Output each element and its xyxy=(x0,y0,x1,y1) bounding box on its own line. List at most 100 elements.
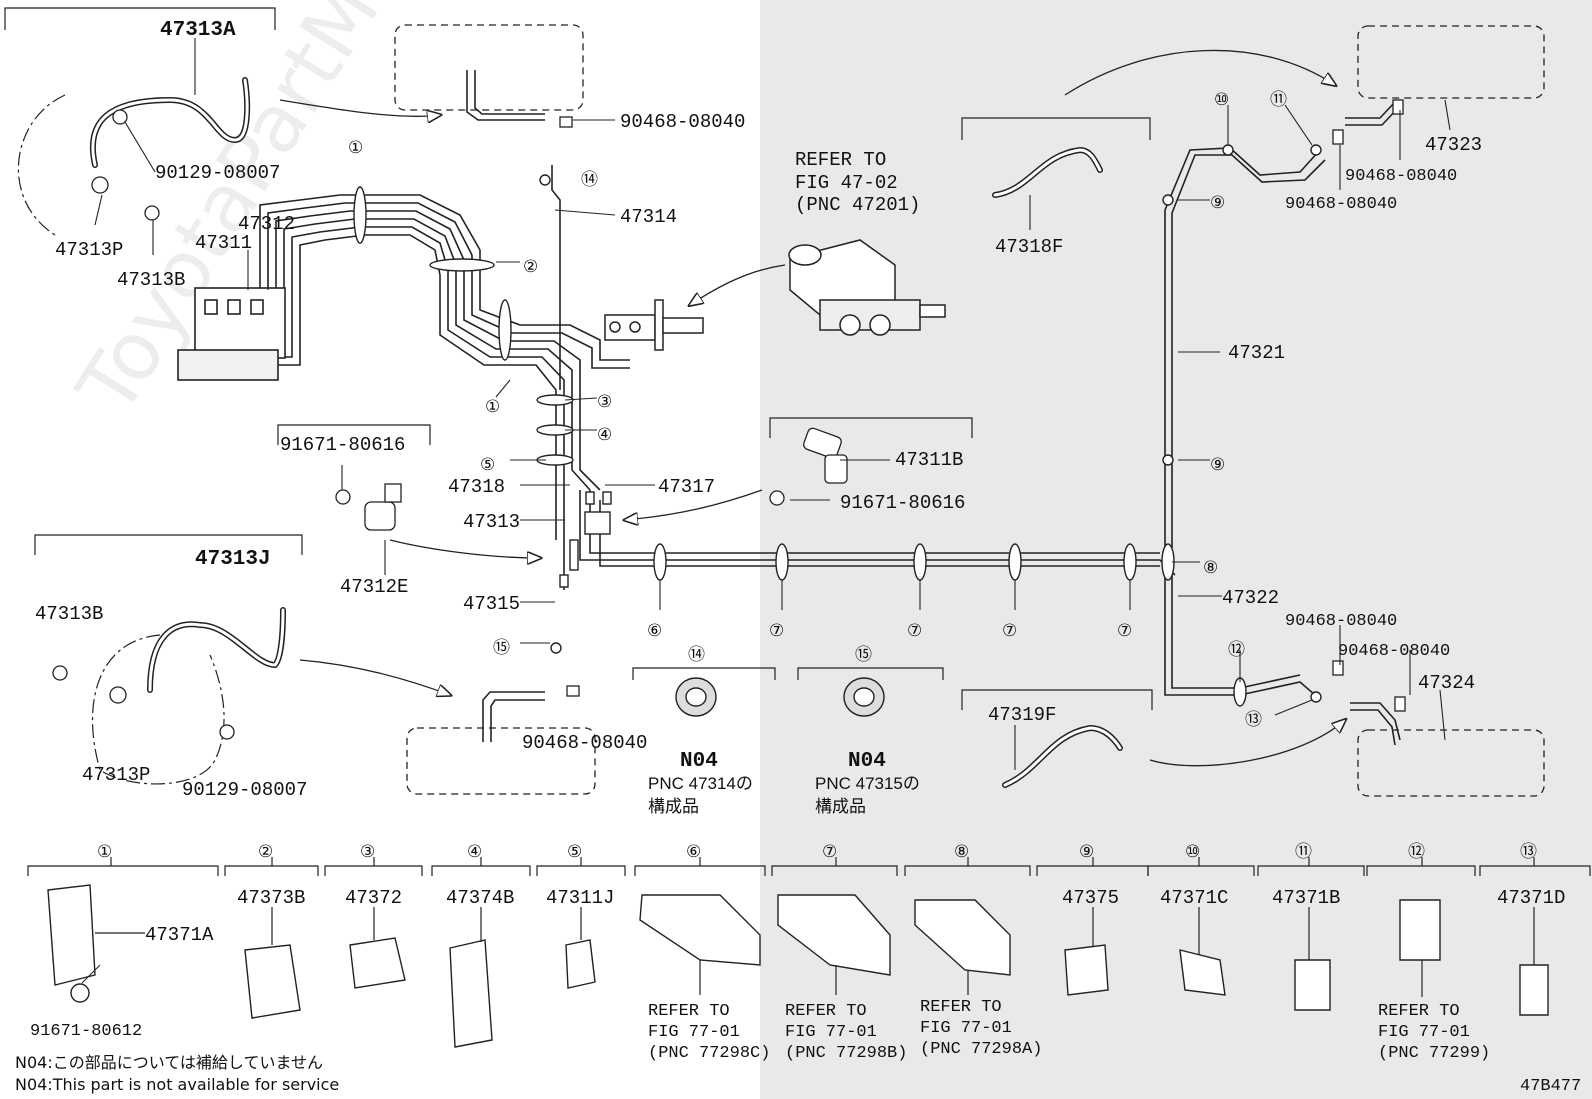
n04-pnc-15: PNC 47315の xyxy=(815,774,920,793)
clamp-catalog-numbers: ① ② ③ ④ ⑤ ⑥ ⑦ ⑧ ⑨ ⑩ ⑪ ⑫ ⑬ xyxy=(97,842,1537,861)
clamp-part-47373b: 47373B xyxy=(237,887,305,909)
clamp-part-47372: 47372 xyxy=(345,887,402,909)
callout-13: ⑬ xyxy=(1245,710,1262,729)
clamp-12-ref-3: (PNC 77299) xyxy=(1378,1044,1490,1063)
clamp-12-ref-2: FIG 77-01 xyxy=(1378,1023,1470,1042)
n04-sub-15: 構成品 xyxy=(815,797,866,816)
n04-code-14: N04 xyxy=(680,750,718,773)
label-47311b: 47311B xyxy=(895,449,963,471)
clamp-47371b-shape xyxy=(1294,959,1331,1011)
label-47324: 47324 xyxy=(1418,672,1475,694)
label-90468-top: 90468-08040 xyxy=(620,111,745,133)
label-47317: 47317 xyxy=(658,476,715,498)
clamp-8-ref-1: REFER TO xyxy=(920,998,1002,1017)
label-91671-80616-right: 91671-80616 xyxy=(840,492,965,514)
leader-lines xyxy=(81,38,1451,984)
clamp-num-2: ② xyxy=(258,842,273,861)
clamp-6-ref-2: FIG 77-01 xyxy=(648,1023,740,1042)
clamp-47371a-shape xyxy=(47,884,96,986)
clamp-47374b-shape xyxy=(449,939,493,1048)
master-cyl-ref-3: (PNC 47201) xyxy=(795,194,920,216)
label-90468-bottom: 90468-08040 xyxy=(522,732,647,754)
pipe-fittings xyxy=(559,491,612,588)
diagram-callouts: ① ② ① ③ ④ ⑤ ⑭ ⑮ ⑥ ⑦ ⑦ ⑦ ⑦ ⑧ ⑨ ⑨ ⑩ ⑪ ⑫ ⑬ … xyxy=(348,90,1287,729)
label-47313b-bottom: 47313B xyxy=(35,603,103,625)
callout-7a: ⑦ xyxy=(769,621,784,640)
clamp-num-9: ⑨ xyxy=(1079,842,1094,861)
master-cylinder xyxy=(788,239,946,336)
callout-7b: ⑦ xyxy=(907,621,922,640)
callout-8: ⑧ xyxy=(1203,558,1218,577)
callout-7d: ⑦ xyxy=(1117,621,1132,640)
note-n04-jp: N04:この部品については補給していません xyxy=(15,1053,323,1072)
label-47313p-bottom: 47313P xyxy=(82,764,150,786)
clamp-47371c-shape xyxy=(1179,949,1226,996)
clamp-12-shape xyxy=(1399,899,1441,961)
label-47313a: 47313A xyxy=(160,19,236,42)
clamp-part-47371c: 47371C xyxy=(1160,887,1228,909)
n04-pnc-14: PNC 47314の xyxy=(648,774,753,793)
bolts xyxy=(52,109,848,740)
callout-4: ④ xyxy=(597,425,612,444)
callout-11: ⑪ xyxy=(1270,90,1287,109)
clamp-7-ref-1: REFER TO xyxy=(785,1002,867,1021)
label-47323: 47323 xyxy=(1425,134,1482,156)
label-90468-rb2: 90468-08040 xyxy=(1338,642,1450,661)
label-47313p-top: 47313P xyxy=(55,239,123,261)
clamp-6-shape xyxy=(639,894,761,966)
clamp-part-47371d: 47371D xyxy=(1497,887,1565,909)
clip-brackets xyxy=(559,99,1406,712)
clamp-num-4: ④ xyxy=(467,842,482,861)
rear-brake-pipes xyxy=(551,147,1326,696)
clamp-num-7: ⑦ xyxy=(822,842,837,861)
master-cyl-ref-2: FIG 47-02 xyxy=(795,172,898,194)
clamp-num-3: ③ xyxy=(360,842,375,861)
label-47312e: 47312E xyxy=(340,576,408,598)
clamp-part-47371b: 47371B xyxy=(1272,887,1340,909)
callout-1b: ① xyxy=(485,397,500,416)
abs-actuator xyxy=(177,287,286,381)
callout-12: ⑫ xyxy=(1228,640,1245,659)
label-47313b-top: 47313B xyxy=(117,269,185,291)
clamp-part-47374b: 47374B xyxy=(446,887,514,909)
clamp-num-5: ⑤ xyxy=(567,842,582,861)
clamp-num-10: ⑩ xyxy=(1185,842,1200,861)
clamp-6-ref-3: (PNC 77298C) xyxy=(648,1044,770,1063)
label-47315: 47315 xyxy=(463,593,520,615)
label-90468-rt2: 90468-08040 xyxy=(1285,195,1397,214)
callout-15: ⑮ xyxy=(493,638,510,657)
group-brackets xyxy=(4,7,1153,710)
clamp-47375-shape xyxy=(1064,944,1109,996)
clamp-47371d-shape xyxy=(1519,964,1549,1016)
clamp-7-shape xyxy=(777,894,891,976)
label-47319f: 47319F xyxy=(988,704,1056,726)
callout-7c: ⑦ xyxy=(1002,621,1017,640)
label-47313j: 47313J xyxy=(195,548,271,571)
label-90468-rt1: 90468-08040 xyxy=(1345,167,1457,186)
callout-10: ⑩ xyxy=(1214,90,1229,109)
flex-hoses-inner xyxy=(91,78,1122,787)
callout-5: ⑤ xyxy=(480,455,495,474)
clamp-6-ref-1: REFER TO xyxy=(648,1002,730,1021)
dash-dot-outlines xyxy=(17,94,225,785)
callout-14: ⑭ xyxy=(581,170,598,189)
callout-3: ③ xyxy=(597,392,612,411)
label-47321: 47321 xyxy=(1228,342,1285,364)
flow-arrows xyxy=(279,49,1345,767)
clamp-8-ref-2: FIG 77-01 xyxy=(920,1019,1012,1038)
clamp-47372-shape xyxy=(349,937,406,989)
pipe-clamps xyxy=(353,144,1322,707)
callout-9a: ⑨ xyxy=(1210,455,1225,474)
clamp-8-shape xyxy=(914,899,1011,976)
clamp-num-11: ⑪ xyxy=(1295,842,1312,861)
clamp-num-12: ⑫ xyxy=(1408,842,1425,861)
label-47322: 47322 xyxy=(1222,587,1279,609)
label-47313: 47313 xyxy=(463,511,520,533)
clamp-part-47311j: 47311J xyxy=(546,887,614,909)
clamp-47373b-shape xyxy=(244,944,301,1019)
clamp-catalog-leaders xyxy=(95,907,1535,997)
callout-14-n04: ⑭ xyxy=(688,645,705,664)
clamp-num-1: ① xyxy=(97,842,112,861)
callout-9b: ⑨ xyxy=(1210,193,1225,212)
